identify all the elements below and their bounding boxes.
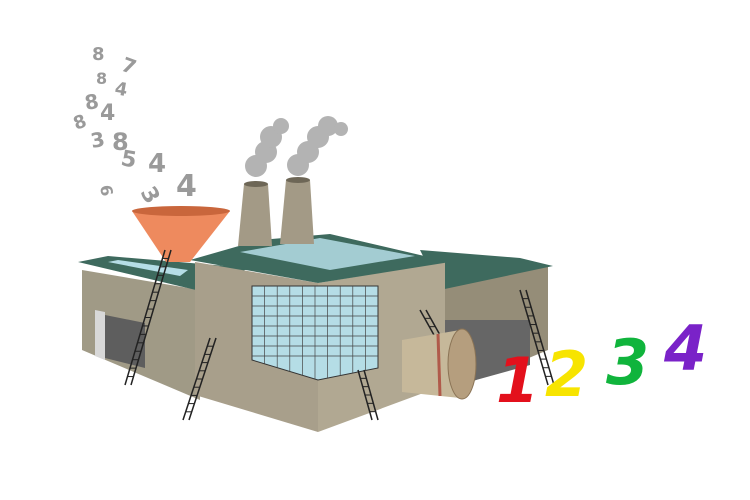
swirl-digit: 3	[135, 183, 164, 209]
swirl-digit: 8	[112, 128, 129, 156]
glass-window	[251, 285, 379, 381]
ladders	[124, 249, 555, 421]
smoke-clouds	[245, 116, 348, 177]
swirl-digit: 4	[148, 149, 166, 179]
output-digit-1: 1	[496, 344, 539, 417]
swirl-digit: 8	[83, 89, 101, 115]
swirl-digit: 4	[113, 78, 129, 101]
swirl-digit: 4	[176, 169, 197, 204]
output-pipe	[402, 328, 477, 400]
output-digit-4: 4	[663, 312, 707, 385]
swirl-digit: 4	[100, 101, 115, 126]
swirl-digit: 3	[89, 127, 107, 153]
output-numbers: 1 2 3 4	[496, 312, 707, 417]
swirl-digit: 6	[96, 183, 117, 197]
output-digit-2: 2	[545, 338, 588, 411]
input-funnel	[132, 206, 230, 262]
swirl-digit: 5	[119, 146, 138, 173]
swirl-digit: 8	[96, 69, 107, 88]
swirl-digit: 8	[92, 44, 105, 65]
chimneys	[238, 177, 314, 246]
output-digit-3: 3	[606, 326, 649, 399]
swirl-digit: 7	[118, 52, 139, 79]
